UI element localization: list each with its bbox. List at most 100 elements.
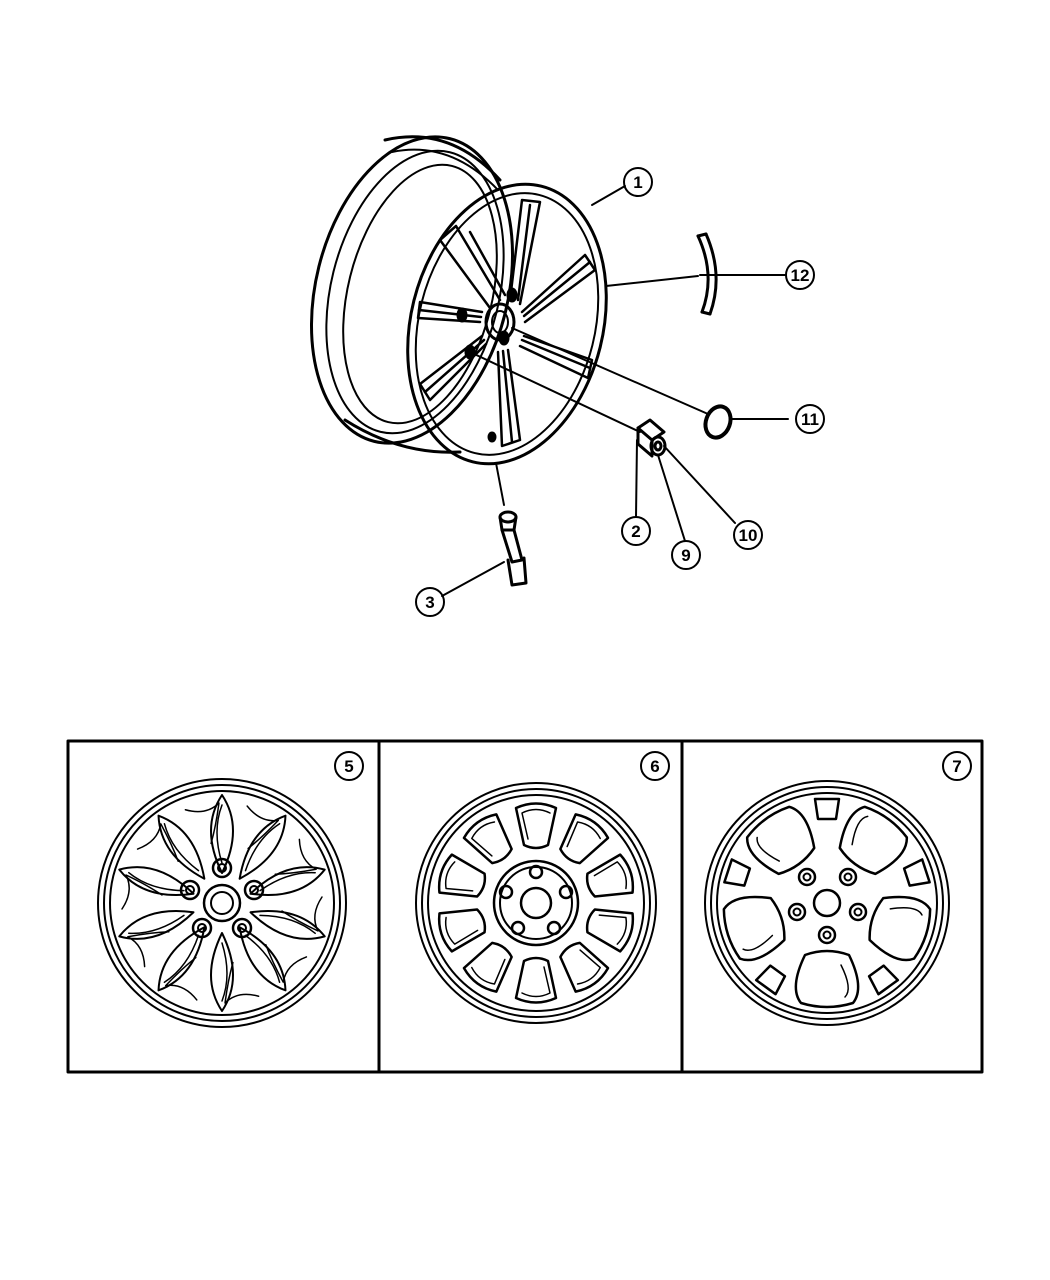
wheel-7-window-shade <box>840 964 849 998</box>
callout-3-label: 3 <box>425 593 434 612</box>
callout-11-label: 11 <box>801 410 819 429</box>
wheel-5-petal-vein <box>163 934 200 984</box>
wheel-6-window <box>462 813 513 865</box>
wheel-5-petal-vein <box>244 822 281 872</box>
wheel-face <box>406 182 608 466</box>
wheel-6-window <box>462 941 513 993</box>
valve-stem-icon <box>498 510 528 587</box>
callout-7: 7 <box>942 751 972 781</box>
wheel-5-petal-vein <box>128 871 185 892</box>
wheel-6-window <box>514 802 558 850</box>
wheel-5-petal-vein <box>259 871 316 892</box>
callout-10: 10 <box>733 520 763 550</box>
wheel-7-large-window <box>838 805 909 876</box>
wheel-5-petal <box>157 814 206 880</box>
wheel-5-leaf <box>274 838 317 875</box>
wheel-5-leaf <box>127 931 170 968</box>
callout-12-label: 12 <box>791 266 810 285</box>
wheel-6-window <box>514 956 558 1004</box>
wheel-7-windows <box>722 797 932 1009</box>
callout-1-label: 1 <box>633 173 642 192</box>
wheel-7-large-window <box>868 895 932 962</box>
wheel-7-small-window <box>754 964 787 996</box>
wheel-hub <box>456 287 518 443</box>
wheel-5-leaf <box>224 961 260 1004</box>
wheel-5-lugs <box>179 857 265 939</box>
wheel-5-leaf <box>246 805 280 850</box>
wheel-6-window-inner <box>471 821 496 857</box>
wheel-7-window-shade <box>889 906 923 916</box>
wheel-5-leaf <box>164 956 198 1001</box>
wheel-5-leaf <box>281 896 323 932</box>
callout-3: 3 <box>415 587 445 617</box>
wheel-6-lugs <box>498 864 574 936</box>
wheel-7-lugs <box>787 867 868 945</box>
leader-lines <box>441 185 789 597</box>
wheel-5-petal <box>210 794 234 874</box>
wheel-6-window <box>437 853 487 898</box>
wheel-6-windows <box>437 802 635 1004</box>
wheel-6-window-inner <box>593 861 628 890</box>
wheel-6-window-inner <box>444 916 479 945</box>
wheel-6-window <box>585 853 635 898</box>
wheel-5-petals <box>118 794 326 1012</box>
wheel-variant-5-icon <box>97 778 347 1028</box>
callout-9: 9 <box>671 540 701 570</box>
wheel-7-window-shade <box>851 815 869 846</box>
wheel-variant-6-icon <box>415 782 657 1024</box>
wheel-5-petal-vein <box>216 804 223 864</box>
wheel-7-small-window <box>867 964 900 996</box>
wheel-7-large-window <box>794 949 860 1009</box>
wheel-5-petal <box>157 926 206 992</box>
lug-nut-icon <box>636 418 667 458</box>
wheel-5-leaf <box>136 823 179 863</box>
wheel-5-petal-vein <box>244 934 281 984</box>
wheel-5-petal-vein <box>163 822 200 872</box>
wheel-6-window-inner <box>598 914 628 945</box>
callout-1: 1 <box>623 167 653 197</box>
wheel-6-window <box>559 941 610 993</box>
wheel-6-window-inner <box>576 949 601 985</box>
wheel-5-petal <box>210 932 234 1012</box>
wheel-5-leaf <box>121 874 163 910</box>
wheel-5-petal <box>238 926 287 992</box>
wheel-5-petal-vein <box>221 942 228 1002</box>
wheel-5-petal-vein <box>128 914 185 935</box>
wheel-6-window-inner <box>521 808 551 840</box>
callout-5: 5 <box>334 751 364 781</box>
callout-2-label: 2 <box>631 522 640 541</box>
wheel-7-large-window <box>745 805 816 876</box>
wheel-spokes <box>416 198 597 448</box>
wheel-5-petal <box>249 866 326 897</box>
callout-12: 12 <box>785 260 815 290</box>
callout-6: 6 <box>640 751 670 781</box>
wheel-6-window-inner <box>566 821 601 848</box>
callout-10-label: 10 <box>739 526 758 545</box>
wheel-5-petal-vein <box>259 914 316 935</box>
wheel-7-small-window <box>902 858 931 887</box>
main-wheel-icon <box>309 135 608 466</box>
wheel-6-window-inner <box>471 958 506 985</box>
callout-9-label: 9 <box>681 546 690 565</box>
wheel-7-window-shade <box>756 836 780 862</box>
wheel-7-window-shade <box>742 934 774 951</box>
wheel-variant-7-icon <box>704 780 950 1026</box>
wheel-5-petal <box>238 814 287 880</box>
wheel-5-leaf <box>265 943 308 983</box>
callout-7-label: 7 <box>952 757 961 776</box>
callout-5-label: 5 <box>344 757 353 776</box>
wheel-6-window <box>559 813 610 865</box>
wheel-5-petal <box>118 909 195 940</box>
callout-6-label: 6 <box>650 757 659 776</box>
wheel-variants-panel: 5 6 <box>66 739 984 1074</box>
wheel-6-window <box>585 908 635 953</box>
wheel-6-window-inner <box>444 861 474 892</box>
wheel-5-petal <box>249 909 326 940</box>
callout-2: 2 <box>621 516 651 546</box>
callout-11: 11 <box>795 404 825 434</box>
o-ring-icon <box>703 404 733 440</box>
wheel-5-petal <box>118 866 195 897</box>
wheel-6-window <box>437 908 487 953</box>
